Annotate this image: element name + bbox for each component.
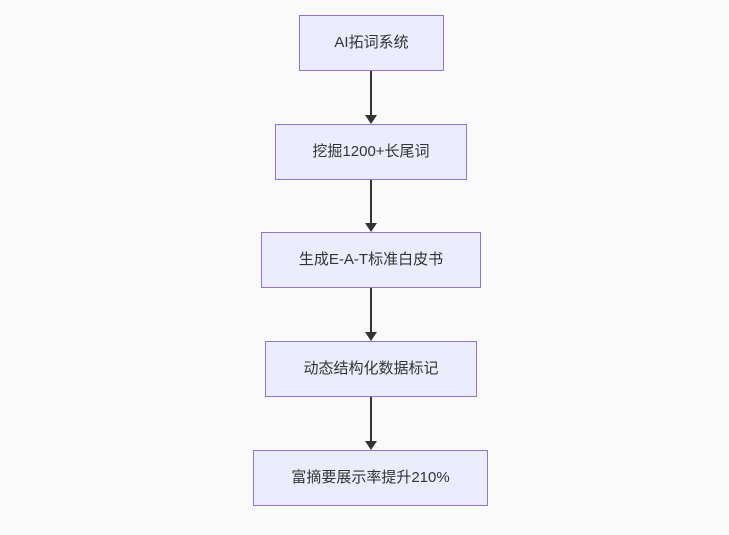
arrowhead-down-icon [365,441,377,450]
flow-arrow-4 [364,397,378,450]
flow-node-structured-data-markup: 动态结构化数据标记 [265,341,477,397]
arrow-line [370,180,372,224]
flow-arrow-2 [364,180,378,232]
flow-arrow-3 [364,288,378,341]
flow-node-ai-expansion-system: AI拓词系统 [299,15,444,71]
flow-arrow-1 [364,71,378,124]
flow-node-label: AI拓词系统 [334,34,409,51]
flow-node-label: 挖掘1200+长尾词 [312,143,430,160]
flow-node-label: 动态结构化数据标记 [303,360,439,377]
flow-node-label: 富摘要展示率提升210% [291,469,450,486]
arrowhead-down-icon [365,115,377,124]
arrow-line [370,397,372,442]
arrow-line [370,71,372,116]
flow-node-label: 生成E-A-T标准白皮书 [298,251,444,268]
arrowhead-down-icon [365,223,377,232]
arrowhead-down-icon [365,332,377,341]
arrow-line [370,288,372,333]
flow-node-rich-snippet-uplift: 富摘要展示率提升210% [253,450,488,506]
flow-node-eat-whitepaper: 生成E-A-T标准白皮书 [261,232,481,288]
flow-node-longtail-mining: 挖掘1200+长尾词 [275,124,467,180]
